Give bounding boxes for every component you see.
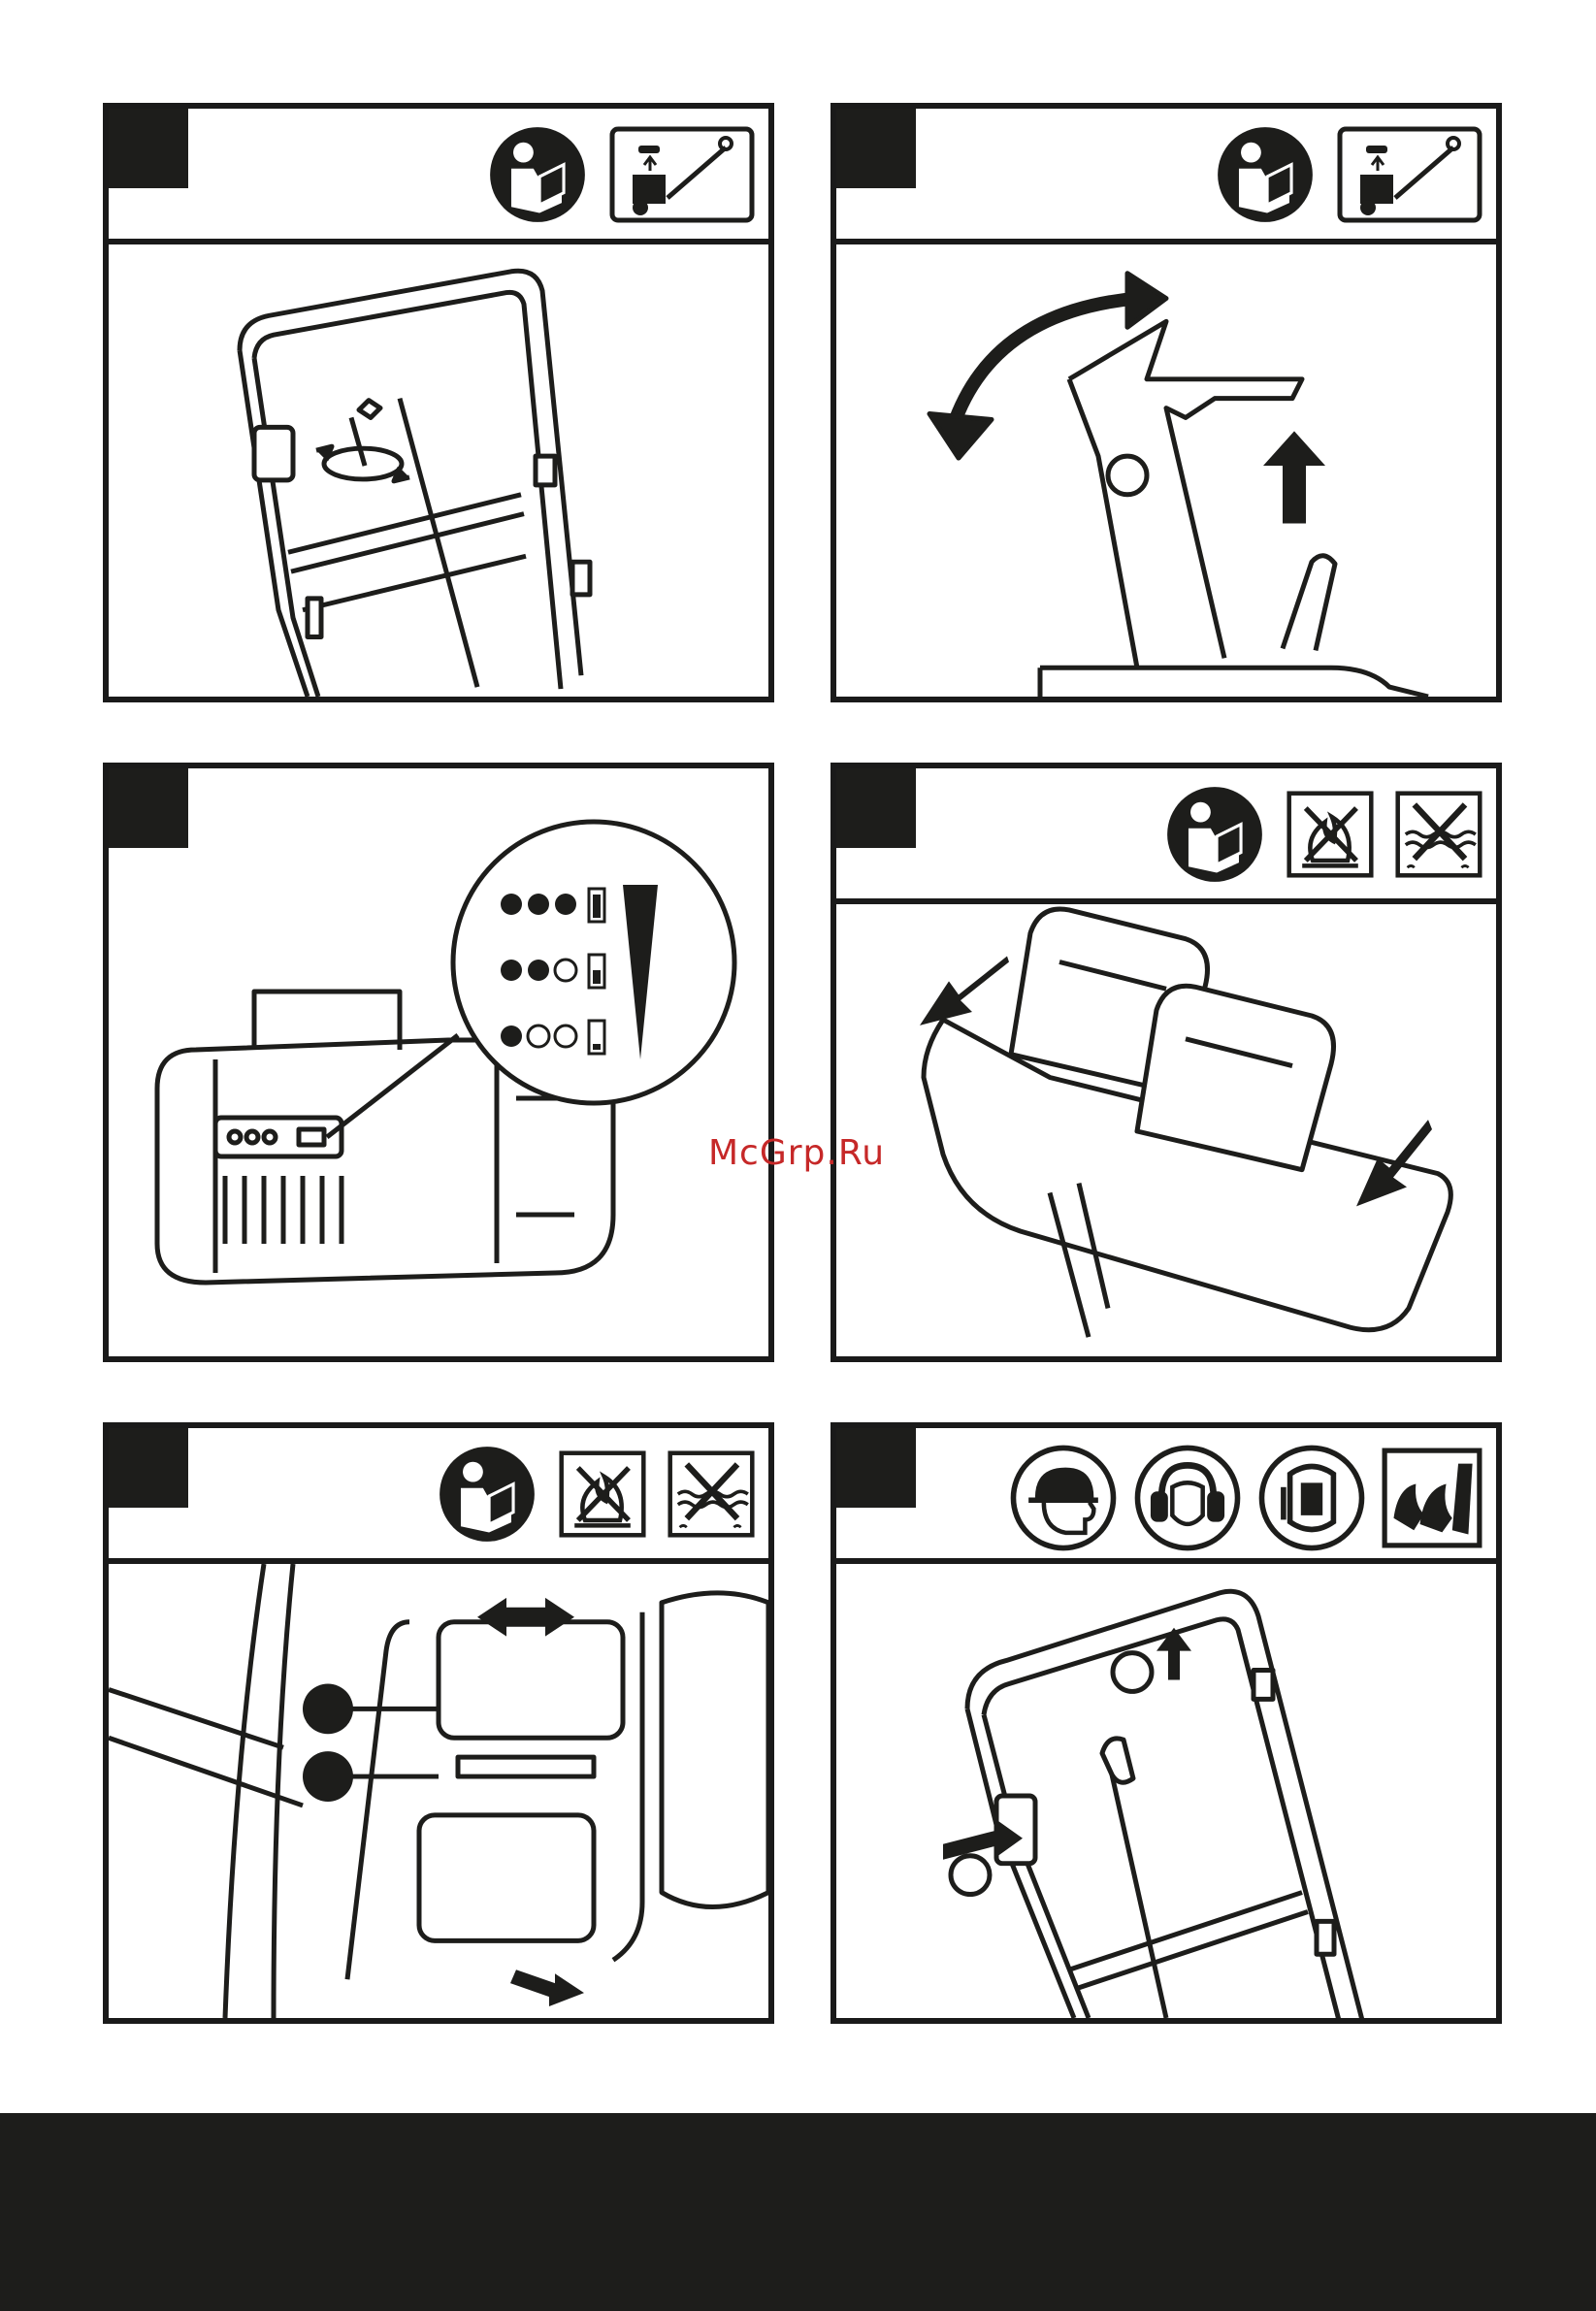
footer-bar [0,2113,1596,2311]
panel-header [109,1428,768,1564]
panel-5 [103,1422,774,2024]
battery-indicator-illustration [109,768,768,1356]
face-shield-icon [1257,1444,1366,1552]
handle-lever-illustration [836,1564,1496,2018]
panel-header [836,109,1496,244]
read-manual-icon [1164,784,1265,885]
handle-assembly-icon [1337,124,1482,225]
step-number-box [836,1428,916,1508]
panel-icons [437,1444,755,1545]
step-number-box [109,1428,188,1508]
panel-icons [1215,124,1482,225]
step-number-box [836,109,916,188]
no-water-icon [1395,788,1482,881]
no-fire-icon [1287,788,1374,881]
step-number-box [836,768,916,848]
ear-protection-icon [1133,1444,1242,1552]
panel-2 [831,103,1502,702]
handle-knob-illustration [109,244,768,697]
no-fire-icon [559,1448,646,1541]
gloves-icon [1382,1448,1482,1548]
safety-helmet-icon [1009,1444,1118,1552]
panel-header [109,109,768,244]
read-manual-icon [1215,124,1316,225]
panel-6 [831,1422,1502,2024]
step-number-box [109,109,188,188]
panel-3 [103,763,774,1362]
handle-assembly-icon [609,124,755,225]
read-manual-icon [437,1444,537,1545]
panel-header [836,768,1496,904]
watermark-text: McGrp.Ru [708,1133,885,1173]
chute-rotation-illustration [836,244,1496,697]
battery-insertion-illustration [109,1564,768,2018]
panel-1 [103,103,774,702]
panel-header [836,1428,1496,1564]
panel-icons [1164,784,1482,885]
panel-icons [1009,1444,1482,1552]
dual-charger-illustration [836,904,1496,1356]
no-water-icon [668,1448,755,1541]
read-manual-icon [487,124,588,225]
panel-4 [831,763,1502,1362]
panel-icons [487,124,755,225]
